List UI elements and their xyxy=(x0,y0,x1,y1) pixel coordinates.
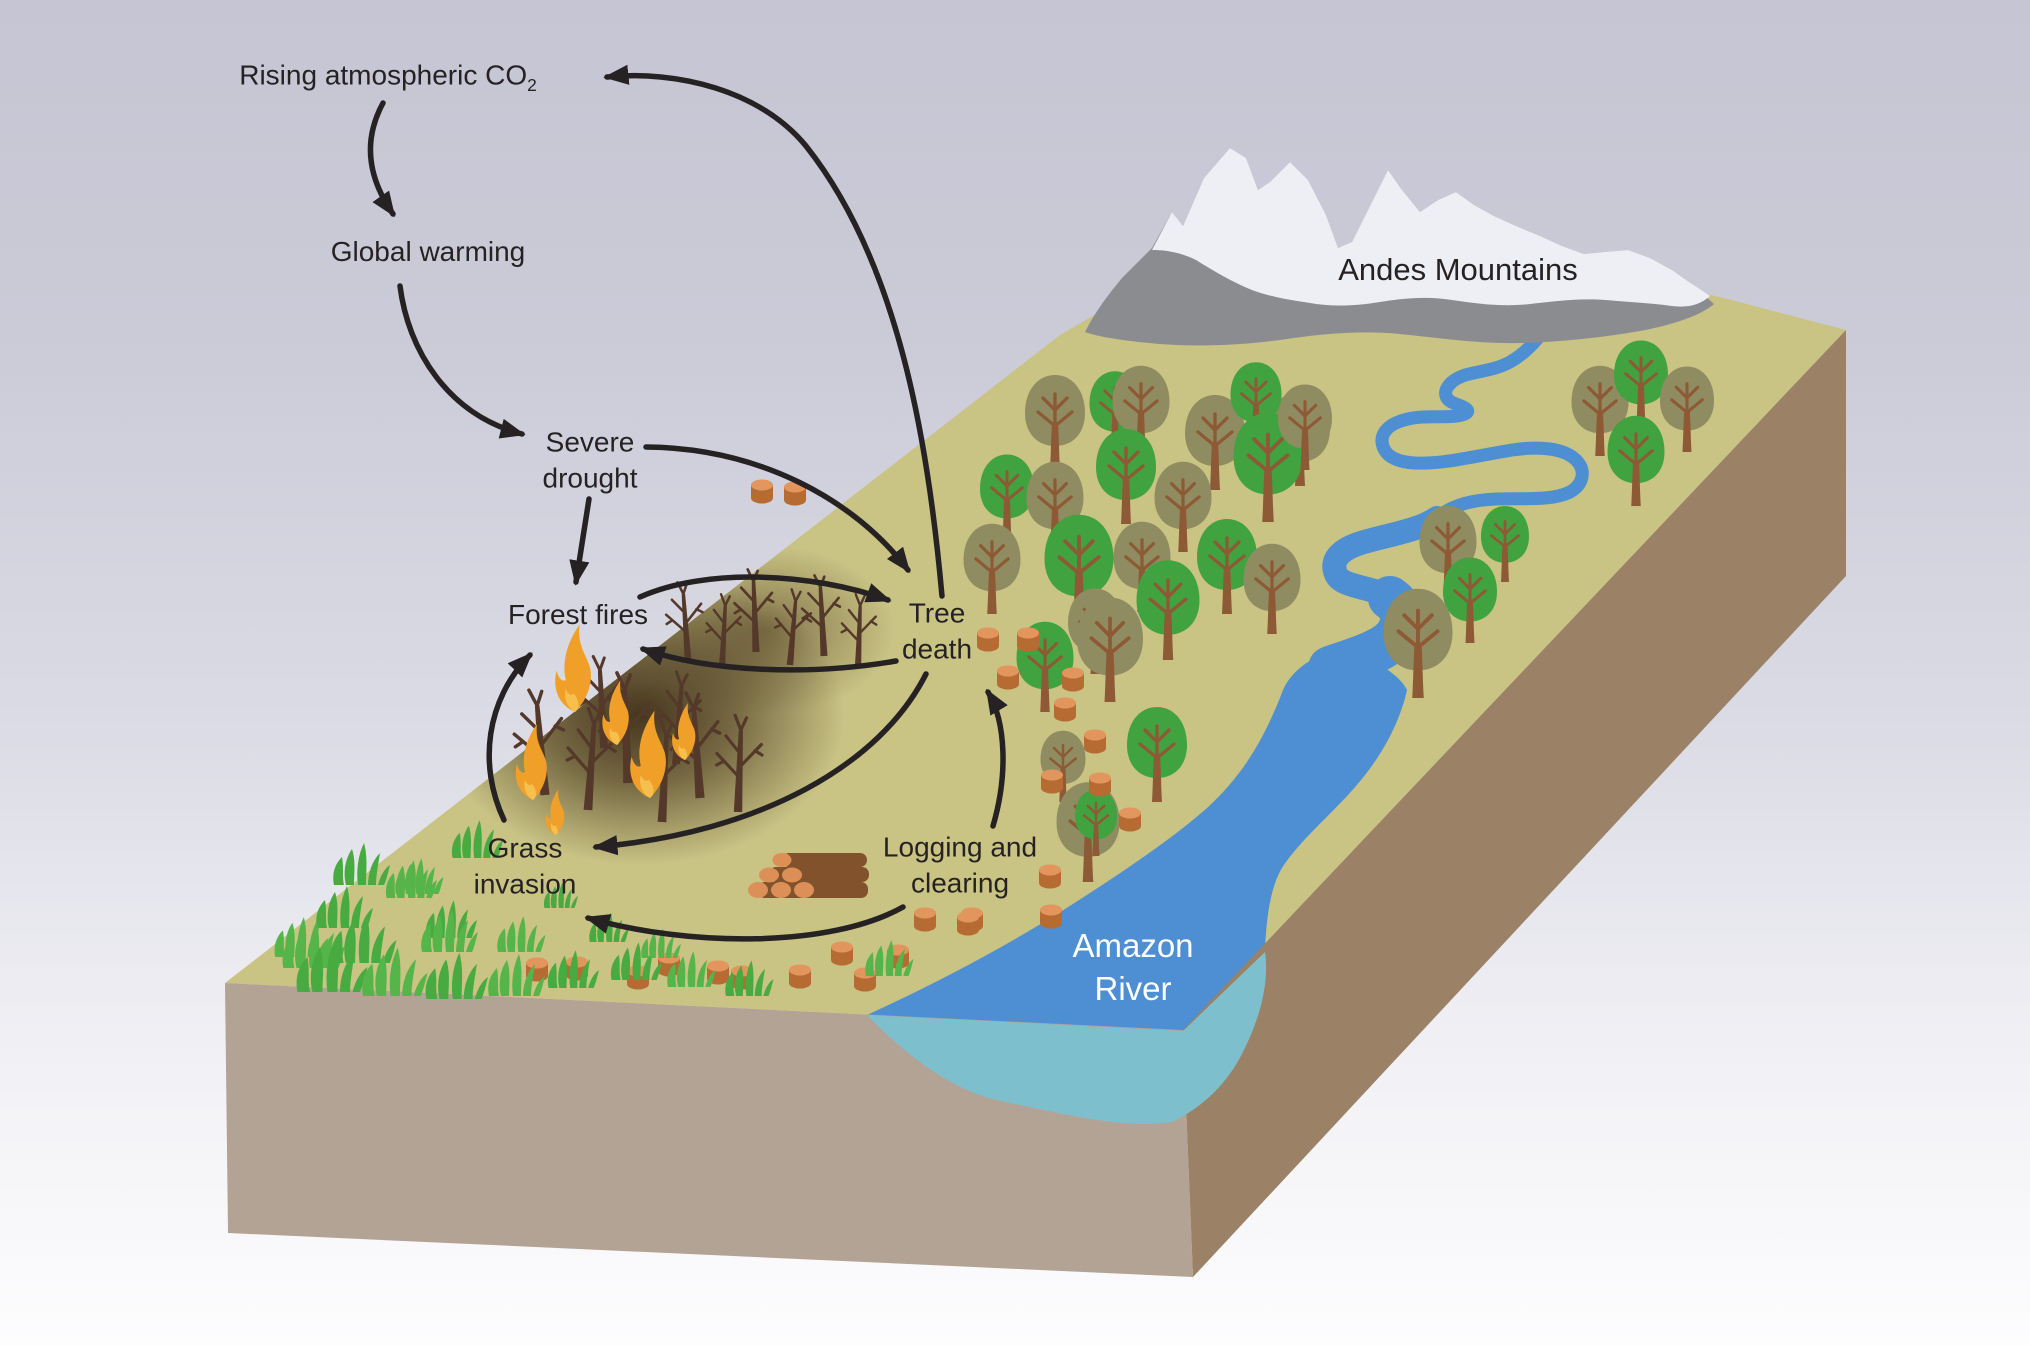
log-pile-icon xyxy=(748,853,869,898)
terrain-side-face xyxy=(1183,330,1846,1277)
stump-icon xyxy=(1040,904,1062,929)
stump-icon xyxy=(1084,729,1106,754)
stump-icon xyxy=(1039,864,1061,889)
arrow-treedeath-to-co2 xyxy=(603,64,945,599)
label-global-warming: Global warming xyxy=(330,235,526,267)
stump-icon xyxy=(751,479,773,504)
arrow-logging-to-grass xyxy=(584,904,906,942)
stump-icon xyxy=(957,911,979,936)
arrow-grass-to-fires xyxy=(486,652,533,823)
arrow-logging-to-treedeath xyxy=(985,688,1008,829)
stump-icon xyxy=(1041,769,1063,794)
stump-icon xyxy=(1062,667,1084,692)
stump-icon xyxy=(977,627,999,652)
arrow-co2-to-warming xyxy=(367,100,396,218)
stump-icon xyxy=(1054,697,1076,722)
mountain-snow xyxy=(1152,148,1710,307)
co2-subscript: 2 xyxy=(527,75,537,96)
arrow-drought-to-treedeath xyxy=(643,444,911,574)
label-rising-co2: Rising atmospheric CO2 xyxy=(239,59,537,96)
stump-icon xyxy=(789,964,811,989)
stump-icon xyxy=(831,941,853,966)
stump-icon xyxy=(914,907,936,932)
andes-mountains xyxy=(1085,148,1714,346)
stump-icon xyxy=(1017,627,1039,652)
arrow-warming-to-drought xyxy=(397,283,526,439)
stump-icon xyxy=(1119,807,1141,832)
arrow-treedeath-to-fires xyxy=(639,646,899,673)
stump-icon xyxy=(1089,772,1111,797)
label-forest-fires: Forest fires xyxy=(507,598,649,630)
flow-arrows xyxy=(367,64,1008,942)
arrow-drought-to-fires xyxy=(569,496,592,586)
stump-icon xyxy=(997,665,1019,690)
arrow-fires-to-treedeath xyxy=(637,574,892,603)
arrow-treedeath-to-grass xyxy=(592,671,929,856)
label-andes-mountains: Andes Mountains xyxy=(1338,251,1578,287)
river-cross-section xyxy=(867,952,1267,1125)
